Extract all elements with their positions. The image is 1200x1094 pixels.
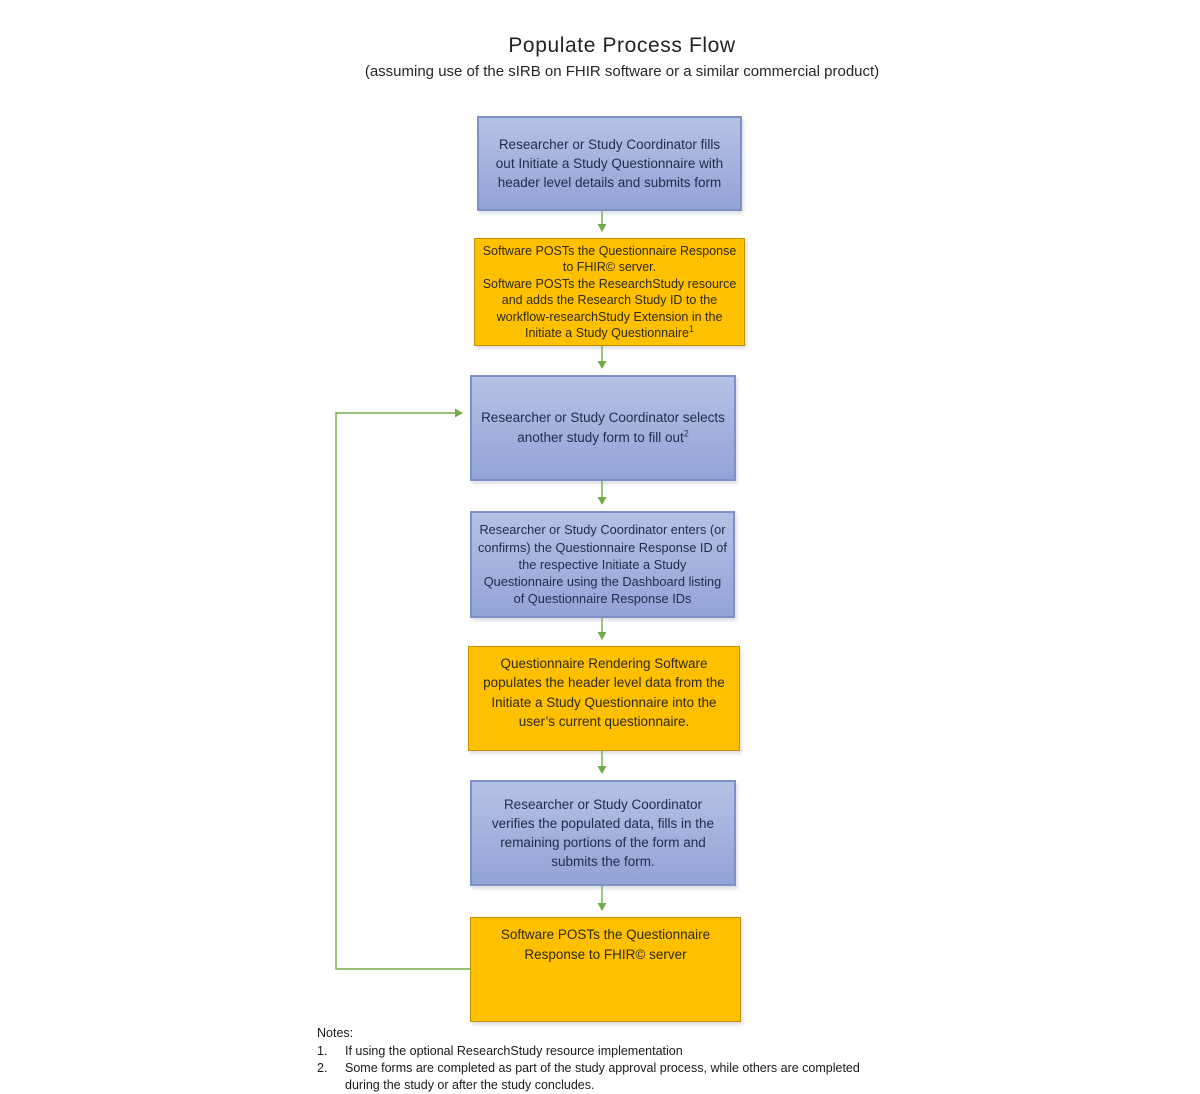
flow-box-enter-response-id: Researcher or Study Coordinator enters (… xyxy=(470,511,735,618)
flow-box-verify-and-submit: Researcher or Study Coordinator verifies… xyxy=(470,780,736,886)
flow-box-post-questionnaire-response: Software POSTs the Questionnaire Respons… xyxy=(470,917,741,1022)
flow-box-text: Software POSTs the Questionnaire Respons… xyxy=(482,243,737,341)
flow-box-text: Researcher or Study Coordinator enters (… xyxy=(478,522,727,607)
note-number: 2. xyxy=(317,1061,328,1075)
note-item-2: 2. Some forms are completed as part of t… xyxy=(317,1060,877,1094)
flow-box-text: Researcher or Study Coordinator verifies… xyxy=(491,796,715,870)
flow-box-fill-initiate-questionnaire: Researcher or Study Coordinator fills ou… xyxy=(477,116,742,211)
page-title: Populate Process Flow xyxy=(508,34,736,57)
note-item-1: 1. If using the optional ResearchStudy r… xyxy=(317,1043,877,1060)
flow-box-text: Researcher or Study Coordinator fills ou… xyxy=(495,136,724,191)
diagram-header: Populate Process Flow (assuming use of t… xyxy=(0,34,1200,80)
flow-box-select-another-form: Researcher or Study Coordinator selects … xyxy=(470,375,736,481)
flow-box-text: Researcher or Study Coordinator selects … xyxy=(481,410,725,445)
flow-box-text: Questionnaire Rendering Software populat… xyxy=(483,656,725,730)
page-subtitle: (assuming use of the sIRB on FHIR softwa… xyxy=(364,63,880,80)
flow-box-text: Software POSTs the Questionnaire Respons… xyxy=(500,927,711,962)
note-text: If using the optional ResearchStudy reso… xyxy=(345,1044,683,1058)
notes-section: Notes: 1. If using the optional Research… xyxy=(317,1025,877,1094)
notes-heading: Notes: xyxy=(317,1026,354,1040)
flow-box-populate-header-data: Questionnaire Rendering Software populat… xyxy=(468,646,740,751)
loopback-arrow-box7-box3 xyxy=(335,408,470,970)
note-number: 1. xyxy=(317,1044,328,1058)
flow-box-post-questionnaire-and-researchstudy: Software POSTs the Questionnaire Respons… xyxy=(474,238,745,346)
note-text: Some forms are completed as part of the … xyxy=(345,1061,860,1092)
